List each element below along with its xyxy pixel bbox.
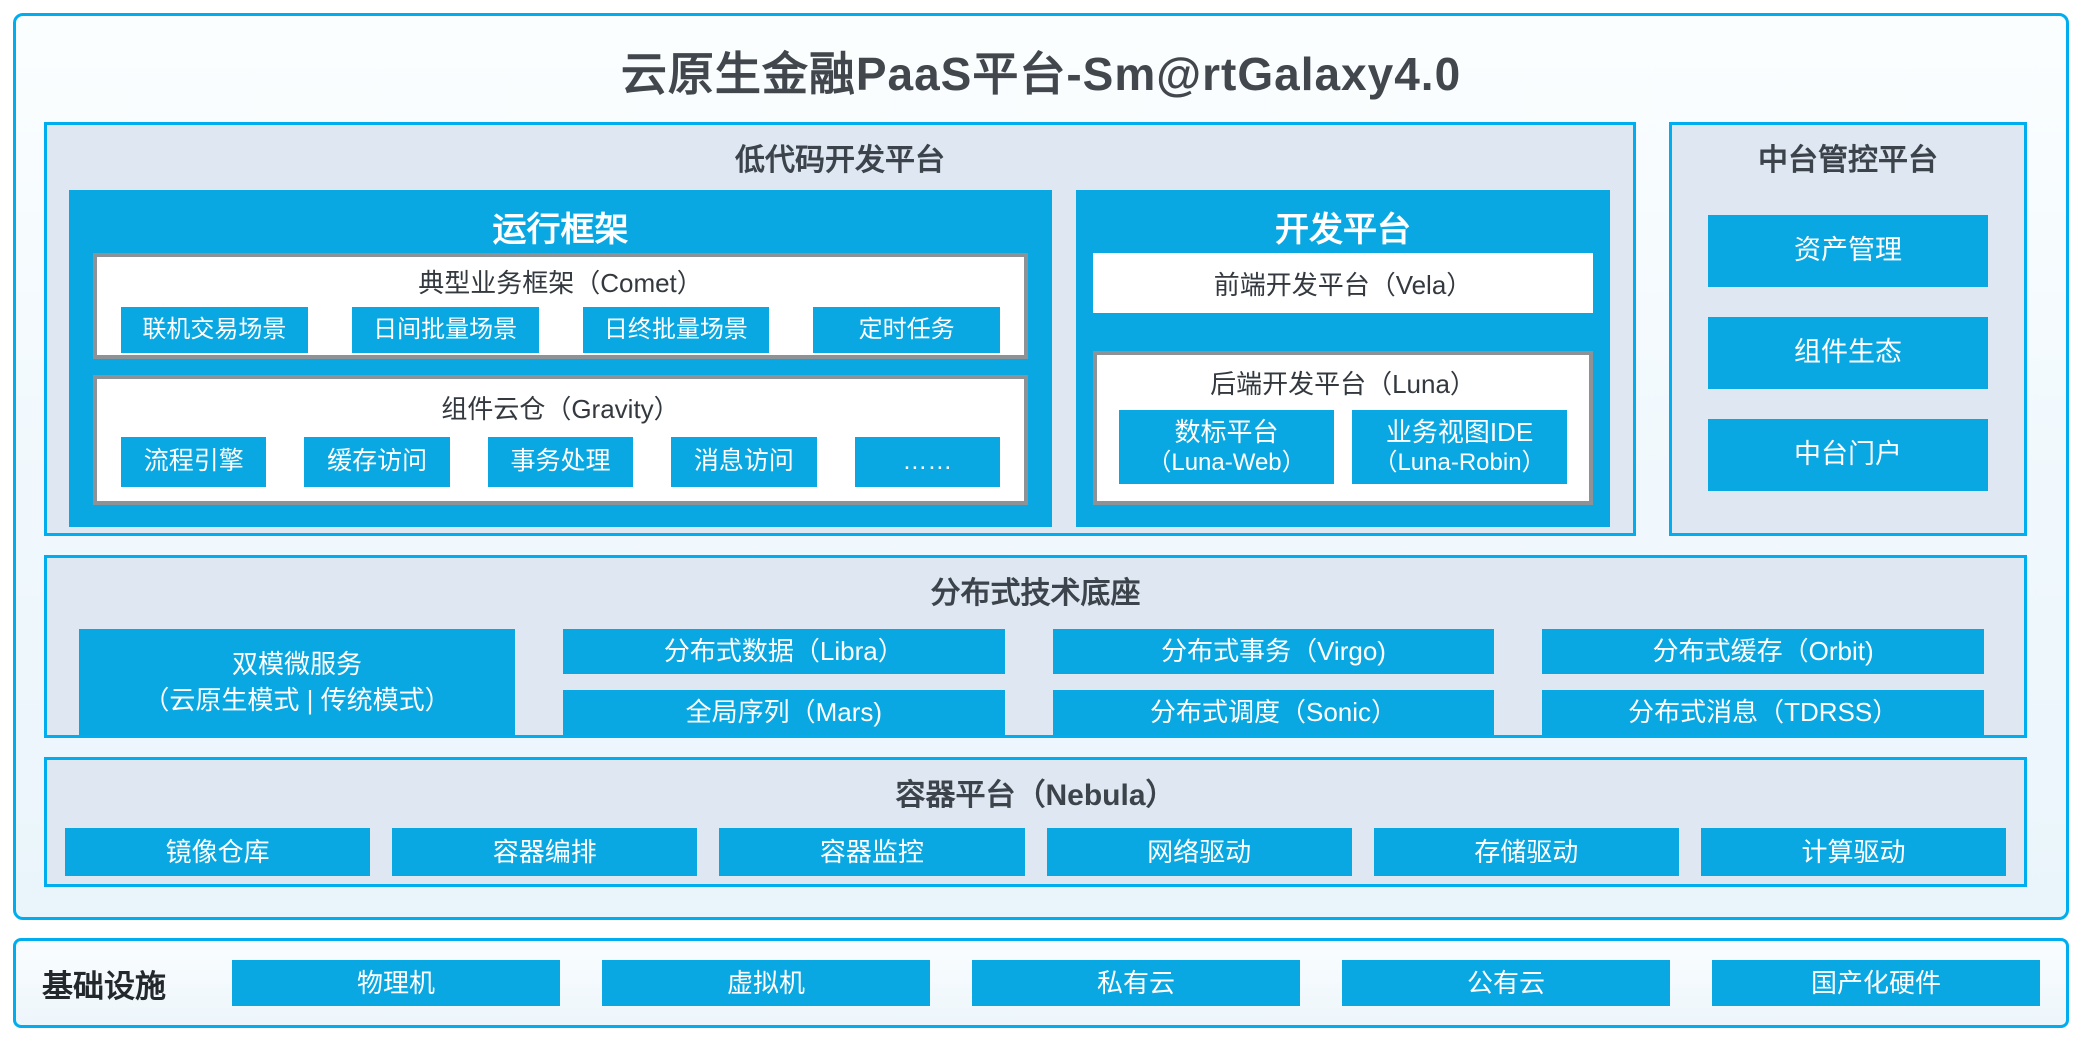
- luna-item-robin-code: （Luna-Robin）: [1373, 449, 1546, 477]
- luna-backend-box: 后端开发平台（Luna） 数标平台 （Luna-Web） 业务视图IDE （Lu…: [1093, 351, 1593, 505]
- dev-platform-panel: 开发平台 前端开发平台（Vela） 后端开发平台（Luna） 数标平台 （Lun…: [1076, 190, 1610, 527]
- runtime-framework-panel: 运行框架 典型业务框架（Comet） 联机交易场景 日间批量场景 日终批量场景 …: [69, 190, 1052, 527]
- page-title: 云原生金融PaaS平台-Sm@rtGalaxy4.0: [620, 48, 1462, 100]
- infra-item-physical-machine: 物理机: [232, 960, 560, 1006]
- comet-item-eod-batch: 日终批量场景: [582, 307, 770, 353]
- infra-item-public-cloud: 公有云: [1342, 960, 1670, 1006]
- luna-backend-title: 后端开发平台（Luna）: [1210, 369, 1476, 399]
- mid-platform-list: 资产管理 组件生态 中台门户: [1708, 215, 1988, 491]
- distributed-column-3: 分布式缓存（Orbit) 分布式消息（TDRSS）: [1542, 629, 1985, 735]
- comet-item-online-trading: 联机交易场景: [121, 307, 308, 353]
- platform-outer-container: 云原生金融PaaS平台-Sm@rtGalaxy4.0 低代码开发平台 运行框架 …: [13, 13, 2069, 920]
- container-platform-title: 容器平台（Nebula）: [895, 779, 1176, 812]
- infrastructure-label: 基础设施: [42, 968, 166, 1004]
- container-platform-section: 容器平台（Nebula） 镜像仓库 容器编排 容器监控 网络驱动 存储驱动 计算…: [44, 757, 2027, 887]
- container-item-orchestration: 容器编排: [392, 828, 698, 876]
- dist-item-mars: 全局序列（Mars): [563, 690, 1005, 735]
- comet-item-scheduled-task: 定时任务: [813, 307, 1000, 353]
- comet-framework-box: 典型业务框架（Comet） 联机交易场景 日间批量场景 日终批量场景 定时任务: [93, 253, 1028, 359]
- luna-item-robin: 业务视图IDE （Luna-Robin）: [1352, 410, 1567, 484]
- gravity-warehouse-title: 组件云仓（Gravity）: [441, 394, 680, 424]
- distributed-content: 双模微服务 （云原生模式 | 传统模式） 分布式数据（Libra） 全局序列（M…: [47, 612, 2024, 735]
- distributed-column-1: 分布式数据（Libra） 全局序列（Mars): [563, 629, 1005, 735]
- luna-item-web: 数标平台 （Luna-Web）: [1119, 410, 1334, 484]
- runtime-framework-title: 运行框架: [492, 211, 629, 249]
- infrastructure-bar: 基础设施 物理机 虚拟机 私有云 公有云 国产化硬件: [13, 938, 2069, 1028]
- dist-item-orbit: 分布式缓存（Orbit): [1542, 629, 1985, 674]
- mid-item-component-ecosystem: 组件生态: [1708, 317, 1988, 389]
- dual-mode-line2: （云原生模式 | 传统模式）: [143, 685, 451, 715]
- distributed-base-section: 分布式技术底座 双模微服务 （云原生模式 | 传统模式） 分布式数据（Libra…: [44, 555, 2027, 738]
- comet-item-daytime-batch: 日间批量场景: [351, 307, 539, 353]
- infra-item-virtual-machine: 虚拟机: [602, 960, 930, 1006]
- gravity-warehouse-box: 组件云仓（Gravity） 流程引擎 缓存访问 事务处理 消息访问 ……: [93, 375, 1028, 505]
- container-item-network-driver: 网络驱动: [1046, 828, 1352, 876]
- mid-platform-section: 中台管控平台 资产管理 组件生态 中台门户: [1669, 122, 2027, 536]
- mid-item-asset-management: 资产管理: [1708, 215, 1988, 287]
- luna-item-web-name: 数标平台: [1174, 416, 1279, 447]
- low-code-platform-section: 低代码开发平台 运行框架 典型业务框架（Comet） 联机交易场景 日间批量场景…: [44, 122, 1636, 536]
- distributed-column-2: 分布式事务（Virgo) 分布式调度（Sonic）: [1052, 629, 1495, 735]
- luna-item-robin-name: 业务视图IDE: [1385, 416, 1534, 447]
- infrastructure-items-row: 物理机 虚拟机 私有云 公有云 国产化硬件: [232, 960, 2040, 1006]
- vela-frontend-box: 前端开发平台（Vela）: [1093, 253, 1593, 313]
- container-item-image-repo: 镜像仓库: [65, 828, 371, 876]
- gravity-item-cache-access: 缓存访问: [304, 437, 450, 487]
- dist-item-libra: 分布式数据（Libra）: [563, 629, 1005, 674]
- gravity-item-message-access: 消息访问: [671, 437, 817, 487]
- container-item-storage-driver: 存储驱动: [1373, 828, 1679, 876]
- luna-items-row: 数标平台 （Luna-Web） 业务视图IDE （Luna-Robin）: [1097, 410, 1589, 484]
- container-item-monitoring: 容器监控: [719, 828, 1025, 876]
- gravity-item-transaction: 事务处理: [487, 437, 634, 487]
- gravity-item-process-engine: 流程引擎: [121, 437, 267, 487]
- mid-item-portal: 中台门户: [1708, 419, 1988, 491]
- dev-platform-title: 开发平台: [1275, 211, 1411, 249]
- dual-mode-microservice-box: 双模微服务 （云原生模式 | 传统模式）: [79, 629, 515, 735]
- distributed-base-title: 分布式技术底座: [930, 577, 1141, 610]
- low-code-platform-title: 低代码开发平台: [735, 144, 945, 177]
- dual-mode-line1: 双模微服务: [231, 648, 362, 679]
- dist-item-tdrss: 分布式消息（TDRSS）: [1542, 690, 1985, 735]
- infra-item-domestic-hardware: 国产化硬件: [1712, 960, 2040, 1006]
- infra-item-private-cloud: 私有云: [972, 960, 1300, 1006]
- mid-platform-title: 中台管控平台: [1758, 144, 1938, 177]
- comet-items-row: 联机交易场景 日间批量场景 日终批量场景 定时任务: [97, 307, 1024, 353]
- gravity-item-more: ……: [854, 437, 1001, 487]
- container-items-row: 镜像仓库 容器编排 容器监控 网络驱动 存储驱动 计算驱动: [47, 814, 2024, 876]
- dist-item-virgo: 分布式事务（Virgo): [1052, 629, 1495, 674]
- comet-framework-title: 典型业务框架（Comet）: [418, 268, 703, 298]
- gravity-items-row: 流程引擎 缓存访问 事务处理 消息访问 ……: [97, 437, 1024, 487]
- dist-item-sonic: 分布式调度（Sonic）: [1052, 690, 1495, 735]
- container-item-compute-driver: 计算驱动: [1700, 828, 2007, 876]
- luna-item-web-code: （Luna-Web）: [1147, 449, 1306, 477]
